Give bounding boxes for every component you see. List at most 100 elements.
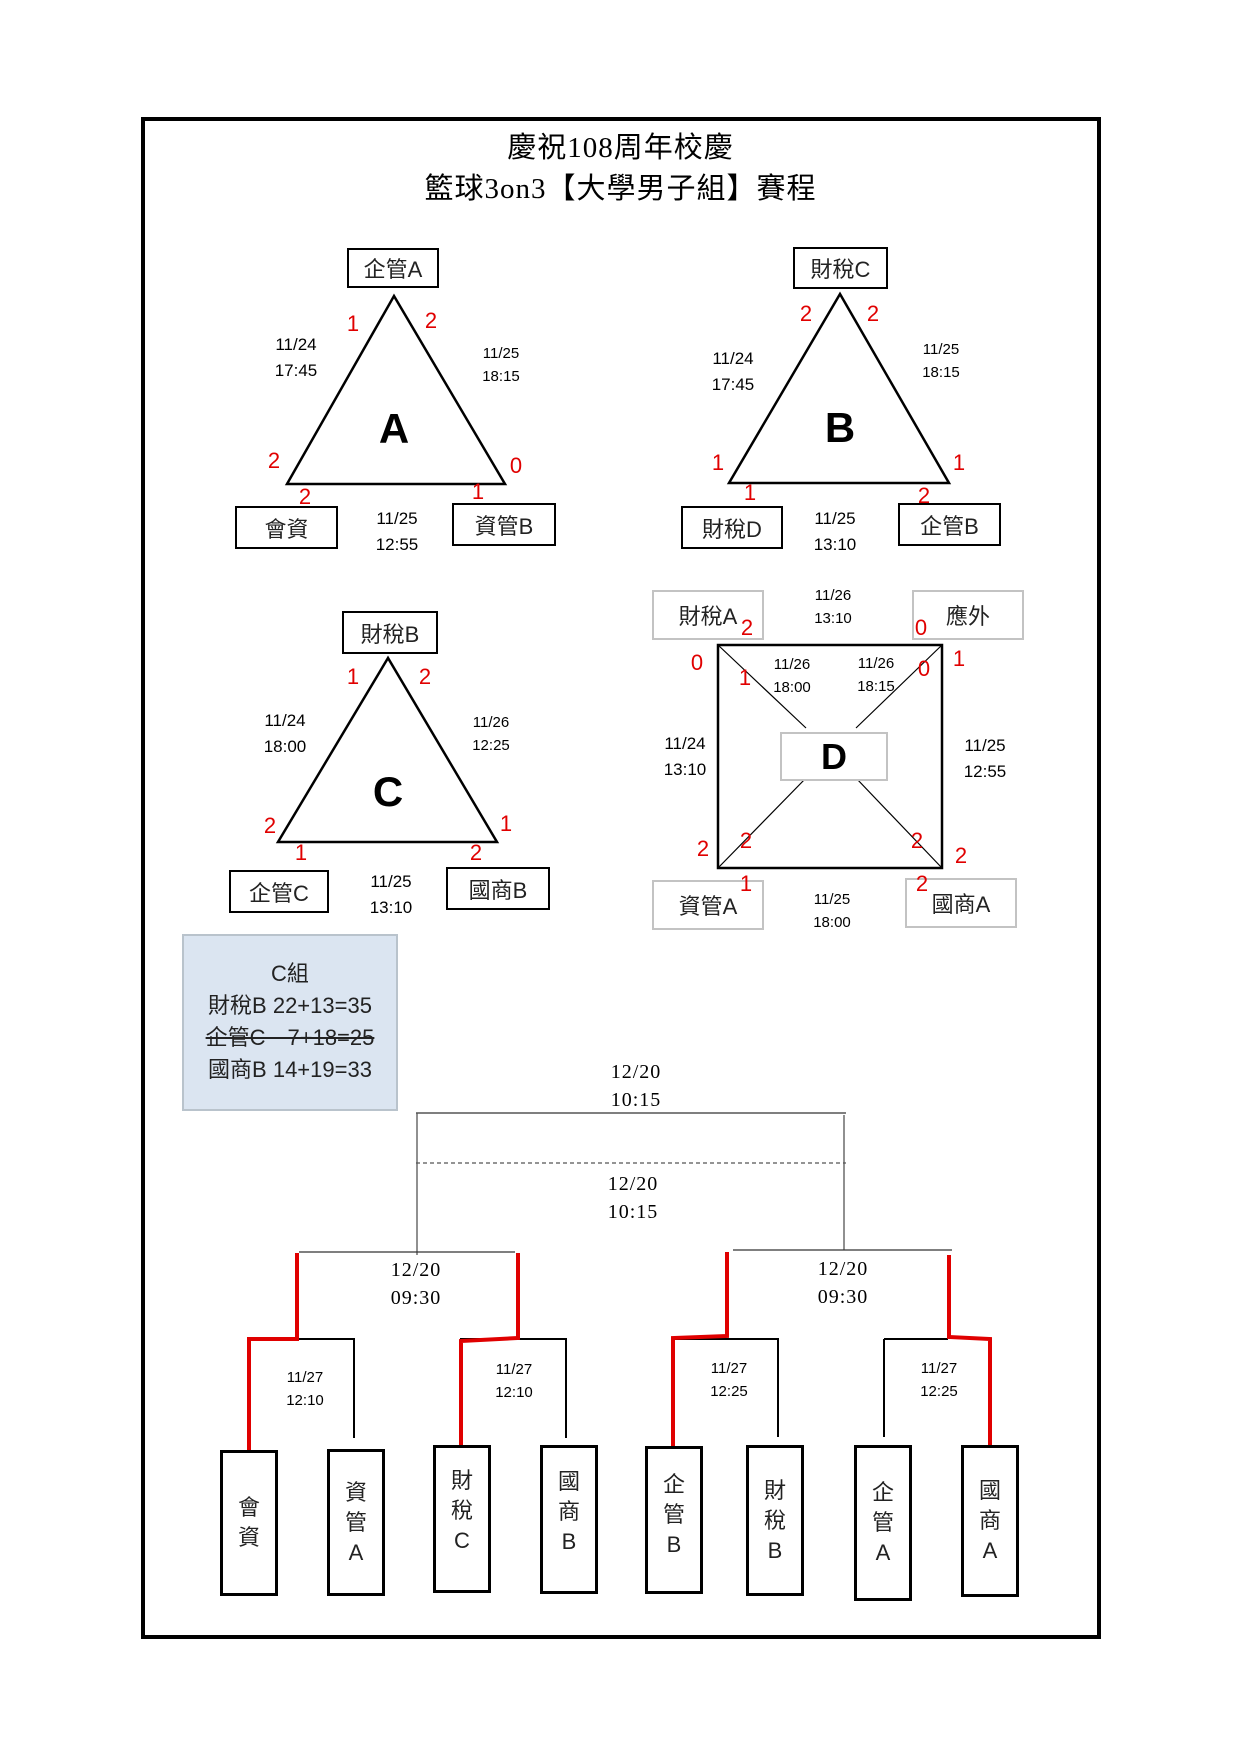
time: 10:15 xyxy=(610,1089,662,1111)
group-d-diagonal-br xyxy=(855,777,943,869)
group-a-label: A xyxy=(378,405,410,452)
char: 稅 xyxy=(763,1507,786,1533)
bracket-team-1: 會 資 xyxy=(220,1450,278,1596)
char: 管 xyxy=(662,1502,685,1527)
score: 2 xyxy=(954,843,968,868)
score: 2 xyxy=(469,840,483,865)
date: 11/25 xyxy=(376,509,418,528)
score: 2 xyxy=(910,828,924,853)
time: 12:25 xyxy=(920,1383,958,1400)
group-b-team-right: 企管B xyxy=(898,503,1001,546)
time: 12:25 xyxy=(710,1383,748,1400)
time: 13:10 xyxy=(813,535,857,554)
score: 1 xyxy=(739,871,753,896)
score: 1 xyxy=(346,311,360,336)
time: 10:15 xyxy=(607,1201,659,1223)
char: 會 xyxy=(237,1495,260,1520)
suffix: A xyxy=(875,1540,891,1565)
group-c-label: C xyxy=(372,768,404,815)
score: 2 xyxy=(418,664,432,689)
char: 管 xyxy=(871,1510,894,1535)
score: 0 xyxy=(914,615,928,640)
time: 12:10 xyxy=(286,1392,324,1409)
group-b-team-top: 財稅C xyxy=(793,247,888,289)
score: 2 xyxy=(267,448,281,473)
third-place-datetime: 12/20 10:15 xyxy=(583,1170,683,1226)
char: 國 xyxy=(557,1468,580,1494)
group-d-diagonal-bl xyxy=(717,777,807,869)
group-b-team-left: 財稅D xyxy=(681,506,783,549)
score: 2 xyxy=(915,871,929,896)
group-d-team-bottom-right: 國商A xyxy=(905,878,1017,928)
group-d-left-datetime: 11/24 13:10 xyxy=(645,731,725,783)
time: 09:30 xyxy=(817,1286,869,1308)
group-d-team-bottom-left: 資管A xyxy=(652,880,764,930)
group-d-diagonal-tl xyxy=(717,644,807,729)
group-d-team-top-right: 應外 xyxy=(912,590,1024,640)
suffix: A xyxy=(348,1539,364,1565)
group-d-square xyxy=(716,643,944,870)
char: 企 xyxy=(871,1480,894,1505)
score: 1 xyxy=(471,479,485,504)
date: 11/27 xyxy=(920,1360,958,1377)
char: 商 xyxy=(557,1498,580,1524)
group-d-diagonal-tr xyxy=(855,644,943,729)
date: 11/25 xyxy=(370,872,412,891)
date: 11/24 xyxy=(275,335,317,354)
date: 12/20 xyxy=(610,1061,662,1083)
score: 1 xyxy=(711,450,725,475)
bracket-team-6: 財 稅 B xyxy=(746,1445,804,1596)
group-a-team-top: 企管A xyxy=(347,248,439,288)
bracket-team-5: 企 管 B xyxy=(645,1446,703,1594)
date: 11/25 xyxy=(964,736,1006,755)
score: 0 xyxy=(917,656,931,681)
title-line-1: 慶祝108周年校慶 xyxy=(507,132,734,164)
time: 12:10 xyxy=(495,1384,533,1401)
page-border xyxy=(141,117,1101,1639)
date: 11/26 xyxy=(857,655,895,672)
date: 11/26 xyxy=(814,587,852,604)
char: 管 xyxy=(344,1509,367,1535)
date: 11/27 xyxy=(710,1360,748,1377)
time: 18:00 xyxy=(773,679,811,696)
time: 13:10 xyxy=(663,760,707,779)
standings-heading: C組 xyxy=(271,961,309,986)
char: 企 xyxy=(662,1472,685,1497)
date: 11/24 xyxy=(664,734,706,753)
group-a-triangle xyxy=(284,293,508,486)
char: 國 xyxy=(978,1478,1001,1503)
winner-path-qf4 xyxy=(947,1255,992,1445)
time: 18:15 xyxy=(922,364,960,381)
char: 資 xyxy=(344,1479,367,1505)
final-datetime: 12/20 10:15 xyxy=(586,1058,686,1114)
qf3-bracket xyxy=(672,1338,779,1437)
time: 18:15 xyxy=(857,678,895,695)
group-b-triangle xyxy=(726,291,952,485)
group-c-team-left: 企管C xyxy=(229,870,329,913)
date: 11/24 xyxy=(712,349,754,368)
char: 財 xyxy=(763,1477,786,1503)
time: 13:10 xyxy=(814,610,852,627)
winner-path-qf2 xyxy=(459,1253,520,1446)
score: 2 xyxy=(866,301,880,326)
group-b-label: B xyxy=(824,404,856,451)
bracket-team-8: 國 商 A xyxy=(961,1445,1019,1597)
group-d-team-top-left: 財稅A xyxy=(652,590,764,640)
bracket-team-2: 資 管 A xyxy=(327,1449,385,1596)
group-a-team-left: 會資 xyxy=(235,506,338,549)
date: 12/20 xyxy=(607,1173,659,1195)
date: 12/20 xyxy=(817,1258,869,1280)
group-d-top-datetime: 11/26 13:10 xyxy=(793,584,873,630)
score: 2 xyxy=(739,828,753,853)
